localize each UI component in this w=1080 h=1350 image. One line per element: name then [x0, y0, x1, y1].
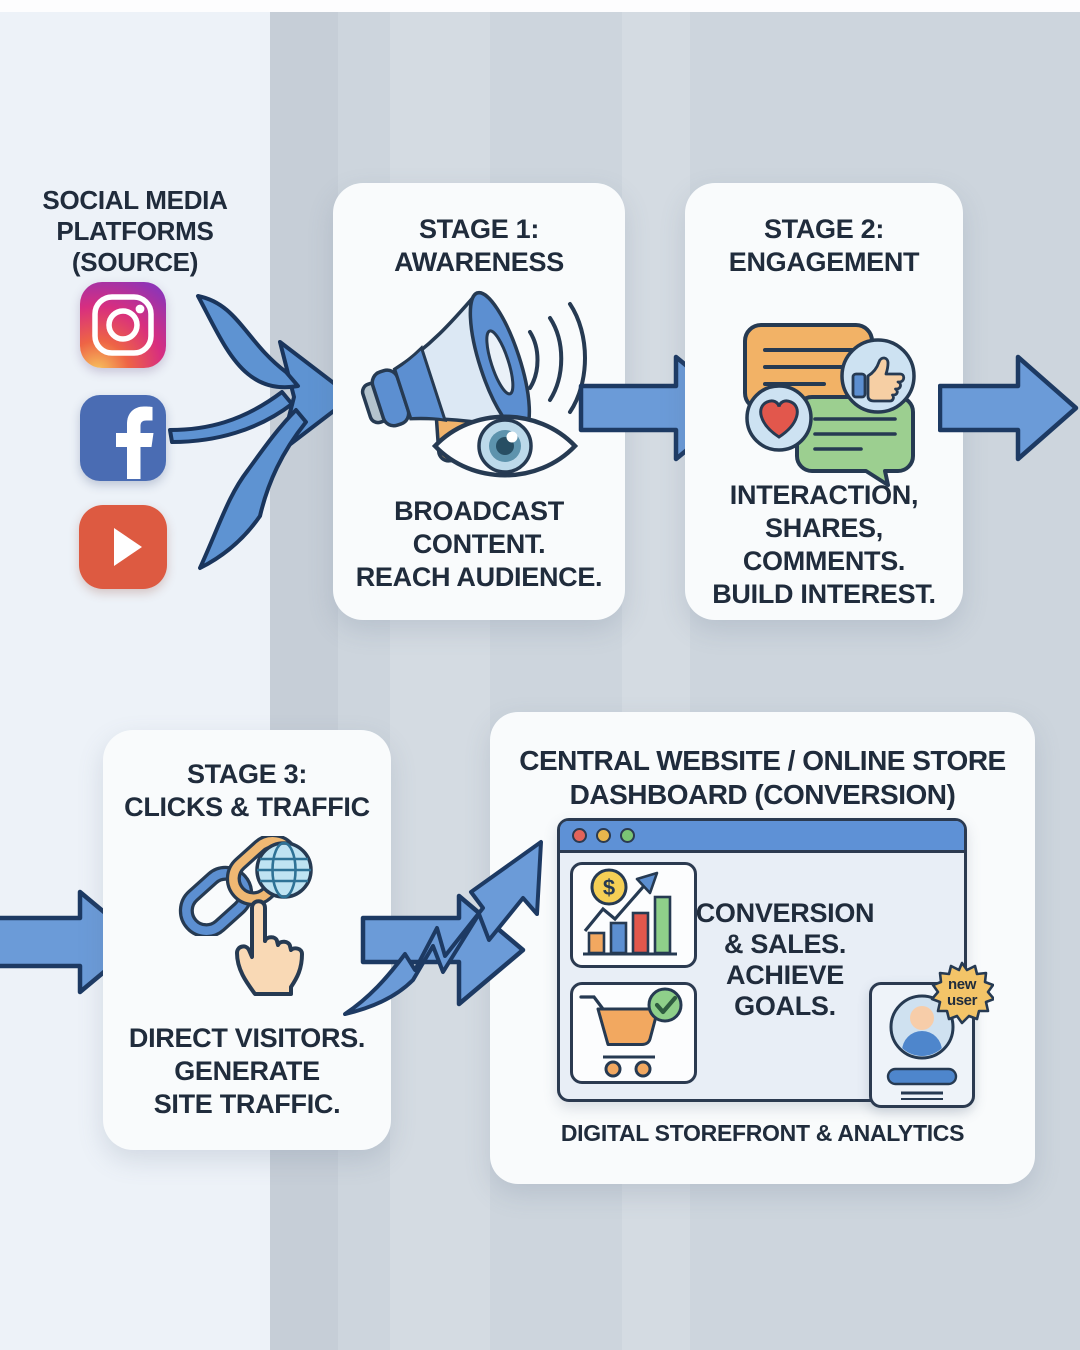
starburst-icon [930, 961, 994, 1025]
facebook-glyph [116, 406, 154, 479]
heart-icon [745, 384, 813, 452]
analytics-panel: $ [570, 862, 697, 968]
eye-icon [431, 414, 579, 478]
dashboard-caption: DIGITAL STOREFRONT & ANALYTICS [560, 1120, 965, 1146]
new-user-badge-text: new user [946, 976, 978, 1009]
cursor-hand-icon [235, 899, 304, 996]
stage1-description: BROADCAST CONTENT. REACH AUDIENCE. [355, 496, 603, 592]
growth-arrow [343, 840, 543, 1016]
coin-icon: $ [590, 868, 628, 906]
shopping-cart-icon [579, 987, 683, 1078]
new-user-badge: new user [930, 961, 994, 1025]
background-top-strip [0, 0, 1080, 12]
conversion-text: CONVERSION & SALES. ACHIEVE GOALS. [695, 898, 875, 1021]
stage2-description: INTERACTION, SHARES, COMMENTS. BUILD INT… [712, 480, 936, 609]
instagram-glyph [92, 294, 154, 356]
source-title: SOCIAL MEDIA PLATFORMS (SOURCE) [42, 185, 228, 277]
sound-waves-icon [528, 302, 587, 414]
stage2-title: STAGE 2: ENGAGEMENT [728, 214, 920, 277]
browser-dot-green [620, 828, 635, 843]
converge-arrow [168, 294, 354, 570]
arrow-stage2-offscreen [938, 354, 1079, 462]
browser-title-bar [560, 821, 964, 853]
youtube-glyph [114, 528, 142, 566]
coin-symbol: $ [603, 875, 615, 900]
browser-dot-yellow [596, 828, 611, 843]
stage3-description: DIRECT VISITORS. GENERATE SITE TRAFFIC. [128, 1023, 366, 1119]
check-icon [647, 987, 683, 1023]
youtube-icon [79, 505, 167, 589]
user-profile-icon [886, 994, 958, 1100]
thumbs-up-icon [840, 338, 916, 414]
instagram-icon [80, 282, 166, 368]
megaphone-icon [360, 290, 587, 463]
browser-dot-red [572, 828, 587, 843]
stage3-card: STAGE 3: CLICKS & TRAFFIC DIRECT VISITOR… [103, 730, 391, 1150]
dashboard-title: CENTRAL WEBSITE / ONLINE STORE DASHBOARD… [519, 745, 1006, 810]
globe-icon [255, 841, 313, 899]
trend-line-icon [635, 871, 659, 895]
stage1-title: STAGE 1: AWARENESS [394, 214, 564, 277]
stage3-title: STAGE 3: CLICKS & TRAFFIC [124, 759, 370, 822]
facebook-icon [80, 395, 166, 481]
cart-panel [570, 982, 697, 1084]
bar-chart-icon: $ [583, 868, 677, 956]
